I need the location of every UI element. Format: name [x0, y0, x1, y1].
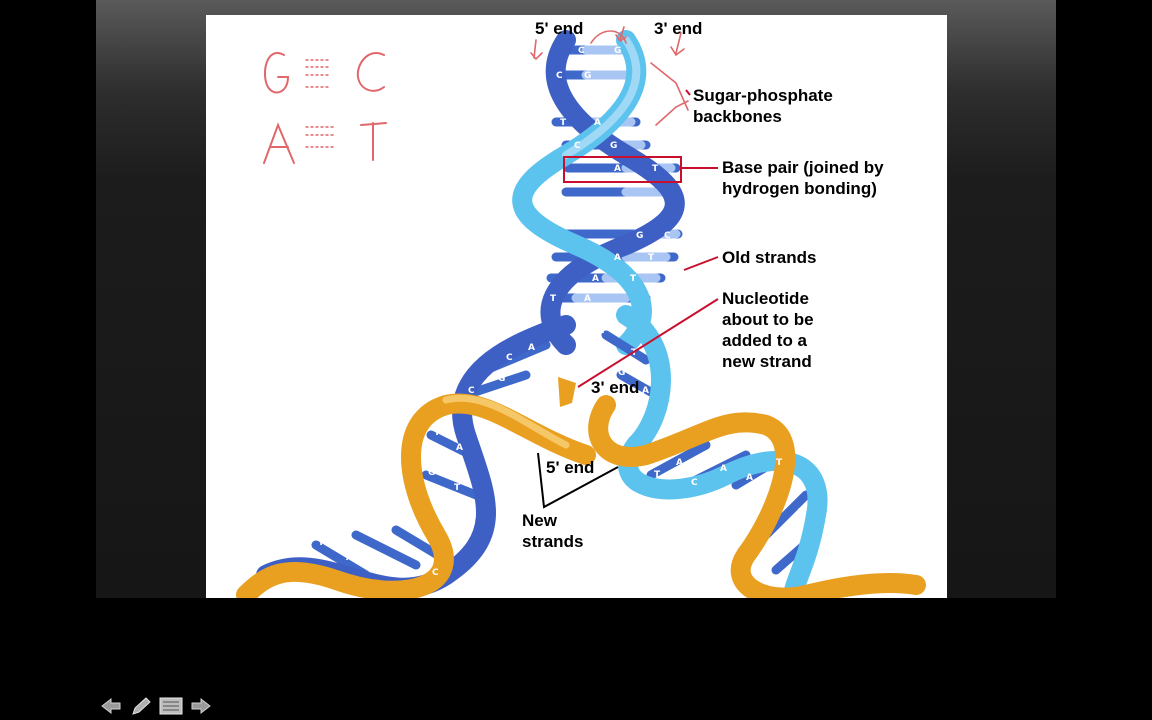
svg-text:C: C: [432, 568, 439, 578]
menu-icon: [159, 697, 183, 715]
next-slide-button[interactable]: [188, 694, 214, 718]
svg-text:T: T: [648, 253, 655, 263]
svg-text:T: T: [798, 508, 805, 518]
base-pair-highlight: [563, 156, 682, 183]
svg-text:C: C: [574, 141, 581, 151]
pen-tool-button[interactable]: [128, 694, 154, 718]
svg-text:C: C: [506, 353, 513, 363]
svg-text:T: T: [654, 470, 661, 480]
svg-text:G: G: [614, 46, 621, 56]
playback-toolbar: [98, 694, 214, 718]
label-five-prime-end-top: 5' end: [535, 19, 584, 38]
svg-text:T: T: [454, 483, 461, 493]
svg-text:A: A: [614, 164, 621, 174]
svg-text:A: A: [676, 458, 683, 468]
svg-text:G: G: [618, 368, 625, 378]
slide: C G C G T A C G A T G C A T A T T A: [206, 15, 947, 598]
svg-text:T: T: [631, 348, 638, 358]
svg-text:A: A: [746, 473, 753, 483]
handwriting-gc: [264, 52, 385, 94]
label-three-prime-end-top: 3' end: [654, 19, 703, 38]
old-strand-helix: C G C G T A C G A T G C A T A T T A: [512, 30, 685, 355]
new-strand-leaders: [537, 452, 619, 509]
leader-lines: [577, 89, 719, 388]
svg-text:T: T: [318, 538, 325, 548]
svg-text:G: G: [636, 231, 643, 241]
svg-text:C: C: [664, 231, 671, 241]
svg-text:A: A: [614, 253, 621, 263]
ink-annotations: [530, 26, 689, 126]
svg-text:G: G: [406, 548, 413, 558]
arrow-left-icon: [101, 697, 121, 715]
handwriting-at: [263, 122, 387, 164]
label-five-prime-end-mid: 5' end: [546, 458, 595, 477]
label-old-strands: Old strands: [722, 248, 817, 267]
svg-text:A: A: [456, 443, 463, 453]
previous-slide-button[interactable]: [98, 694, 124, 718]
svg-text:A: A: [778, 533, 785, 543]
dna-replication-diagram: C G C G T A C G A T G C A T A T T A: [236, 26, 926, 598]
svg-text:G: G: [498, 374, 505, 384]
svg-text:A: A: [592, 274, 599, 284]
label-base-pair: Base pair (joined by hydrogen bonding): [722, 158, 884, 198]
svg-text:T: T: [776, 458, 783, 468]
svg-text:C: C: [578, 46, 585, 56]
svg-text:A: A: [642, 386, 649, 396]
svg-text:A: A: [594, 118, 601, 128]
arrow-right-icon: [191, 697, 211, 715]
incoming-nucleotide: [558, 377, 576, 407]
slide-menu-button[interactable]: [158, 694, 184, 718]
svg-text:A: A: [720, 464, 727, 474]
label-three-prime-end-mid: 3' end: [591, 378, 640, 397]
svg-text:T: T: [550, 294, 557, 304]
svg-text:C: C: [468, 386, 475, 396]
svg-text:T: T: [560, 118, 567, 128]
svg-text:T: T: [652, 164, 659, 174]
svg-text:G: G: [610, 141, 617, 151]
svg-text:T: T: [630, 274, 637, 284]
svg-text:C: C: [691, 478, 698, 488]
svg-text:C: C: [598, 326, 605, 336]
label-sugar-phosphate-backbones: Sugar-phosphate backbones: [693, 86, 833, 126]
left-replicated-helix: C A C G T A G T T A G C: [236, 315, 596, 598]
label-new-strands: New strands: [522, 511, 584, 551]
label-nucleotide: Nucleotide about to be added to a new st…: [722, 289, 814, 371]
pen-icon: [132, 697, 151, 715]
svg-text:G: G: [428, 468, 435, 478]
svg-text:G: G: [584, 71, 591, 81]
svg-text:A: A: [584, 294, 591, 304]
svg-text:A: A: [346, 553, 353, 563]
svg-text:A: A: [528, 343, 535, 353]
svg-text:T: T: [434, 428, 441, 438]
right-replicated-helix: CT GA TA CA AT AT: [588, 305, 926, 598]
svg-text:C: C: [556, 71, 563, 81]
